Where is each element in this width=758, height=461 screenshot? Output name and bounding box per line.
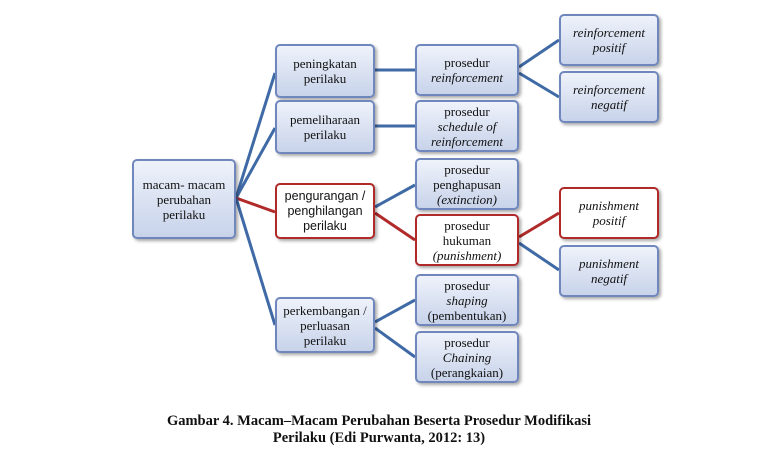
connector-perkembangan-shaping [374, 298, 416, 324]
behavior-change-diagram: macam- macam perubahan perilaku peningka… [132, 14, 659, 383]
node-text: prosedur [444, 217, 490, 233]
node-text: reinforcement [573, 25, 645, 40]
node-text: perkembangan / [283, 302, 367, 318]
node-reinforcement-negatif: reinforcement negatif [559, 71, 659, 123]
connector-pengurangan-hukuman [374, 211, 416, 242]
node-text: perilaku [303, 218, 347, 233]
node-text: penghapusan [433, 176, 501, 192]
node-reinforcement-positif: reinforcement positif [559, 14, 659, 66]
connector-pengurangan-penghapusan [374, 183, 416, 209]
node-prosedur-hukuman: prosedur hukuman (punishment) [415, 214, 519, 266]
connector-lines [234, 38, 560, 359]
connector-hukuman-negatif [518, 241, 560, 272]
node-macam-perubahan-perilaku: macam- macam perubahan perilaku [132, 159, 236, 239]
node-text: reinforcement [431, 70, 503, 85]
node-perkembangan-perilaku: perkembangan / perluasan perilaku [275, 297, 375, 353]
node-prosedur-shaping: prosedur shaping (pembentukan) [415, 274, 519, 326]
node-prosedur-reinforcement: prosedur reinforcement [415, 44, 519, 96]
connector-root-pengurangan [235, 196, 276, 214]
node-peningkatan-perilaku: peningkatan perilaku [275, 44, 375, 98]
connector-hukuman-positif [518, 211, 560, 239]
node-text: reinforcement [431, 133, 503, 149]
node-text: shaping [446, 292, 488, 308]
node-text: reinforcement [573, 82, 645, 97]
node-text: positif [592, 40, 626, 55]
node-text: perilaku [162, 206, 206, 222]
node-text: perilaku [303, 71, 347, 86]
node-prosedur-penghapusan: prosedur penghapusan (extinction) [415, 158, 519, 210]
node-text: (perangkaian) [430, 364, 504, 380]
node-text: negatif [590, 271, 628, 286]
node-prosedur-schedule: prosedur schedule of reinforcement [415, 100, 519, 152]
node-text: (punishment) [432, 247, 502, 263]
node-text: punishment [579, 256, 639, 271]
node-text: hukuman [442, 232, 492, 248]
connector-reinforcement-positif [518, 38, 560, 69]
node-text: perluasan [300, 317, 350, 333]
node-text: perilaku [303, 127, 347, 142]
connector-root-perkembangan [234, 197, 277, 326]
connector-root-peningkatan [234, 72, 277, 199]
node-text: Chaining [442, 349, 492, 365]
node-text: prosedur [444, 55, 490, 70]
caption-line: Gambar 4. Macam–Macam Perubahan Beserta … [166, 413, 592, 429]
node-punishment-positif: punishment positif [559, 187, 659, 239]
node-text: prosedur [444, 161, 490, 177]
connector-reinforcement-negatif [518, 71, 560, 99]
node-prosedur-chaining: prosedur Chaining (perangkaian) [415, 331, 519, 383]
node-text: perubahan [156, 191, 212, 207]
node-text: negatif [590, 97, 628, 112]
node-text: pengurangan / [284, 188, 366, 203]
node-text: prosedur [444, 103, 490, 119]
node-text: pemeliharaan [289, 112, 360, 127]
connector-root-pemeliharaan [234, 127, 277, 199]
connector-perkembangan-chaining [374, 326, 416, 359]
caption-line: Perilaku (Edi Purwanta, 2012: 13) [272, 430, 486, 446]
node-text: prosedur [444, 277, 490, 293]
node-punishment-negatif: punishment negatif [559, 245, 659, 297]
node-text: (extinction) [437, 191, 497, 207]
node-text: prosedur [444, 334, 490, 350]
node-text: schedule of [437, 118, 497, 134]
node-text: positif [592, 213, 626, 228]
node-text: (pembentukan) [427, 307, 507, 323]
node-pengurangan-perilaku: pengurangan / penghilangan perilaku [275, 183, 375, 239]
node-text: peningkatan [293, 56, 357, 71]
node-text: penghilangan [287, 203, 363, 218]
node-text: perilaku [303, 332, 347, 348]
node-pemeliharaan-perilaku: pemeliharaan perilaku [275, 100, 375, 154]
node-text: macam- macam [142, 176, 226, 192]
figure-caption: Gambar 4. Macam–Macam Perubahan Beserta … [0, 413, 758, 447]
node-text: punishment [579, 198, 639, 213]
